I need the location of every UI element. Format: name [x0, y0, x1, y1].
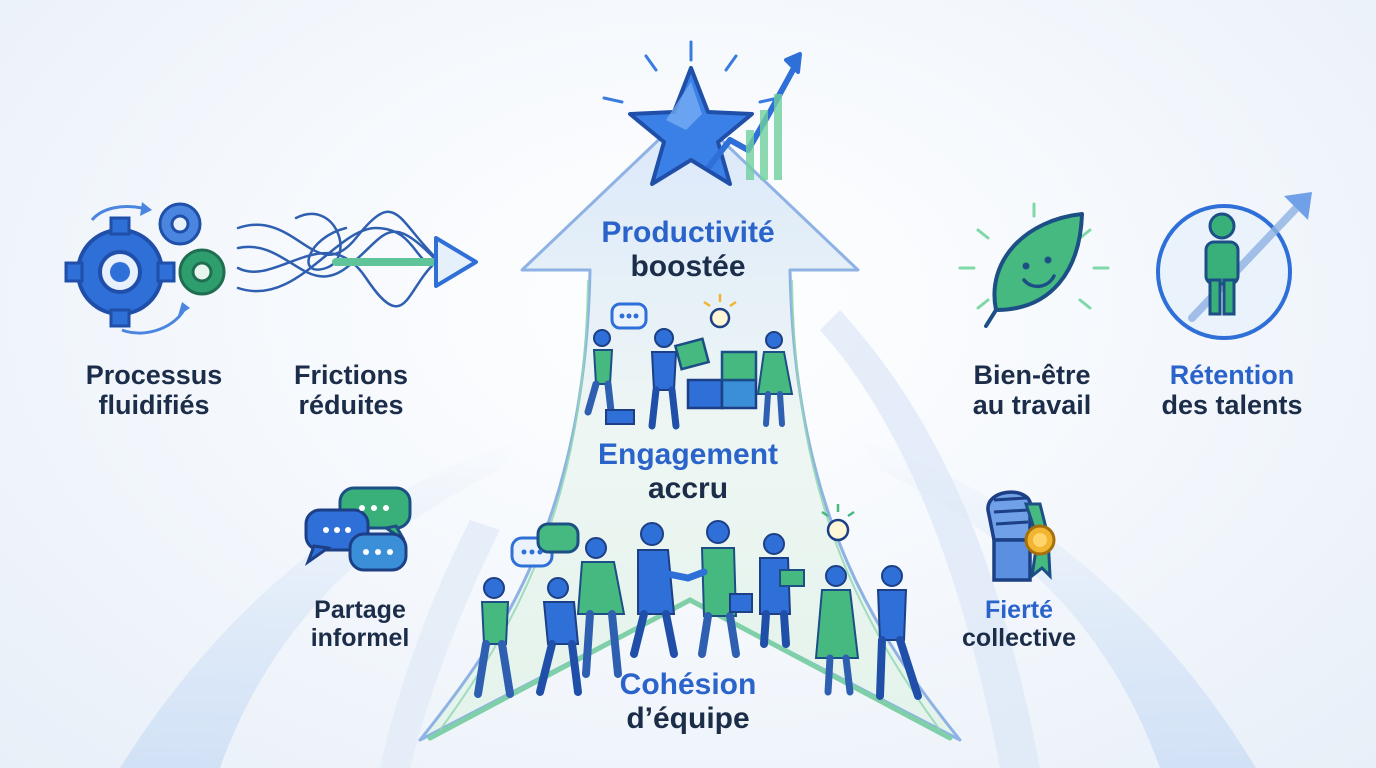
label-partage: Partage informel — [290, 596, 430, 652]
growth-arrow-icon — [705, 52, 802, 180]
person-growth-icon — [1156, 192, 1312, 340]
label-cohesion-line2: d’équipe — [626, 701, 750, 735]
label-processus: Processus fluidifiés — [52, 360, 256, 420]
team-handshake-icon — [474, 504, 922, 700]
label-retention-line1: Rétention — [1169, 360, 1295, 390]
gears-icon — [64, 202, 226, 335]
label-partage-line2: informel — [310, 624, 410, 652]
label-engagement: Engagement accru — [570, 438, 806, 505]
label-frictions: Frictions réduites — [256, 360, 446, 420]
label-retention: Rétention des talents — [1134, 360, 1330, 420]
label-fierte-line1: Fierté — [984, 596, 1054, 624]
label-bienetre-line2: au travail — [972, 390, 1092, 421]
label-retention-line2: des talents — [1161, 390, 1303, 421]
label-productivite-line1: Productivité — [601, 216, 775, 249]
smiling-leaf-icon — [958, 202, 1110, 328]
label-fierte-line2: collective — [962, 624, 1076, 652]
label-bienetre-line1: Bien-être — [973, 360, 1091, 390]
label-bienetre: Bien-être au travail — [940, 360, 1124, 420]
label-frictions-line1: Frictions — [293, 360, 408, 390]
tangled-arrow-icon — [236, 210, 478, 308]
fist-medal-icon — [986, 490, 1056, 582]
label-processus-line2: fluidifiés — [98, 390, 210, 421]
team-collaboration-icon — [584, 294, 794, 430]
label-engagement-line2: accru — [647, 471, 729, 505]
label-processus-line1: Processus — [85, 360, 223, 390]
label-cohesion-line1: Cohésion — [619, 668, 757, 701]
label-productivite-line2: boostée — [630, 249, 746, 283]
label-engagement-line1: Engagement — [597, 438, 779, 471]
label-fierte: Fierté collective — [944, 596, 1094, 652]
label-cohesion: Cohésion d’équipe — [580, 668, 796, 735]
label-frictions-line2: réduites — [298, 390, 404, 421]
chat-bubbles-icon — [304, 486, 412, 572]
label-partage-line1: Partage — [314, 596, 406, 624]
label-productivite: Productivité boostée — [580, 216, 796, 283]
